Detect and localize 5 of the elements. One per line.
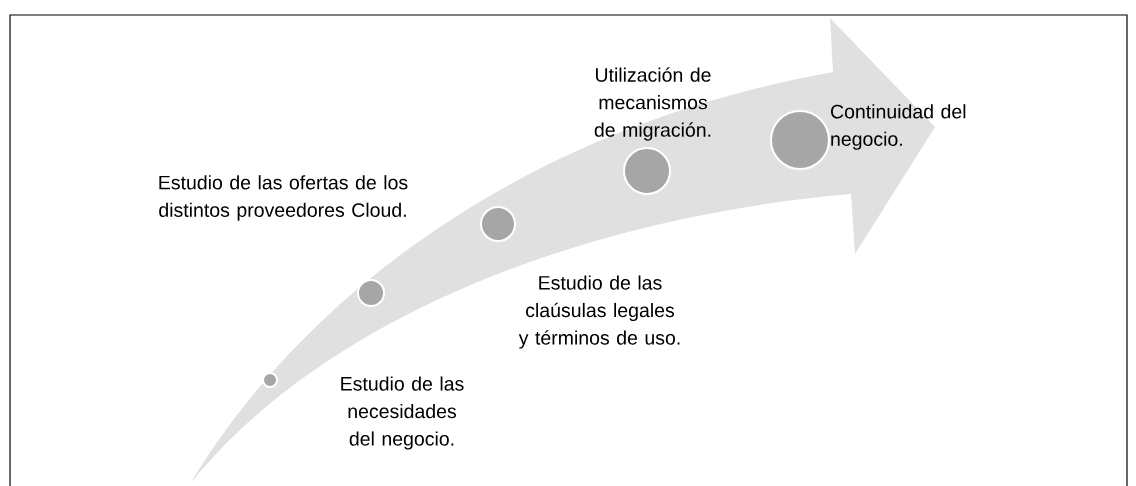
step-label: Continuidad del negocio. xyxy=(831,104,966,150)
step-label: Estudio de las claúsulas legales y términos de uso. xyxy=(518,275,680,349)
step-label: Utilización de mecanismos de migración. xyxy=(594,67,711,141)
step-label: Estudio de las necesidades del negocio. xyxy=(341,376,464,450)
step-label: Estudio de las ofertas de los distintos proveedores Cloud. xyxy=(159,175,408,221)
